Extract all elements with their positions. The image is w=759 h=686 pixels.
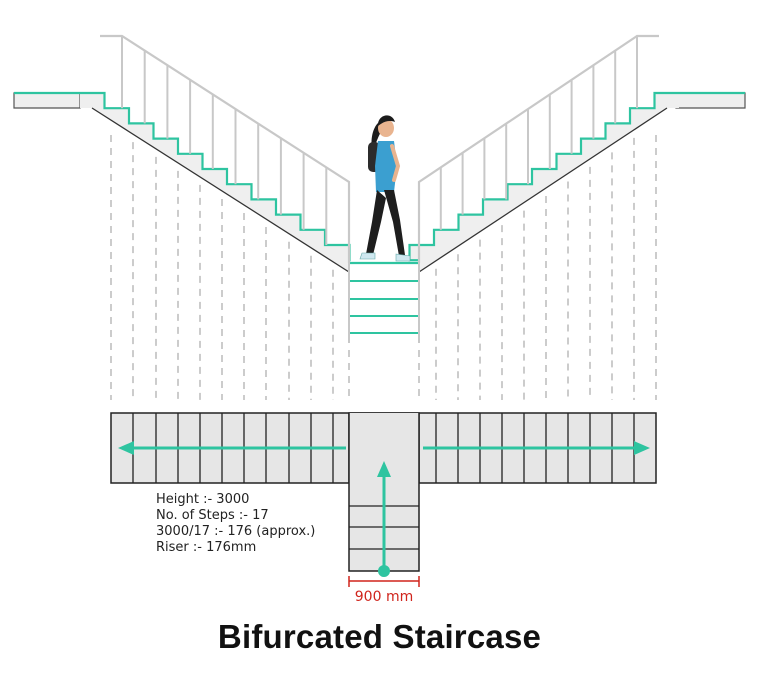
elevation-view bbox=[13, 34, 746, 400]
calculation-notes: Height :- 3000 No. of Steps :- 17 3000/1… bbox=[156, 492, 356, 556]
right-landing-slab bbox=[675, 92, 746, 109]
left-landing-slab bbox=[13, 92, 81, 109]
note-division: 3000/17 :- 176 (approx.) bbox=[156, 524, 316, 539]
flight-tread-profile bbox=[408, 91, 679, 262]
flight-body bbox=[409, 93, 679, 272]
width-dimension-label: 900 mm bbox=[354, 589, 414, 605]
right-flight bbox=[408, 91, 745, 273]
flight-soffit bbox=[418, 107, 668, 273]
center-flight bbox=[348, 261, 420, 343]
flight-body bbox=[80, 93, 350, 272]
flight-soffit bbox=[91, 107, 350, 273]
diagram-title: Bifurcated Staircase bbox=[217, 618, 542, 655]
person-walking-icon bbox=[359, 115, 411, 262]
arrow-left-icon bbox=[118, 441, 346, 455]
right-handrail bbox=[417, 34, 659, 263]
plan-view bbox=[110, 412, 657, 587]
arrow-up-icon bbox=[377, 461, 391, 577]
note-steps: No. of Steps :- 17 bbox=[156, 508, 269, 523]
note-riser: Riser :- 176mm bbox=[156, 540, 257, 555]
note-height: Height :- 3000 bbox=[156, 492, 250, 507]
left-flight bbox=[14, 91, 351, 273]
width-dimension-line bbox=[348, 576, 420, 587]
left-handrail bbox=[100, 34, 351, 263]
center-flight-body bbox=[349, 263, 419, 343]
arrow-right-icon bbox=[423, 441, 650, 455]
projection-lines bbox=[110, 135, 657, 400]
flight-tread-profile bbox=[80, 91, 351, 262]
